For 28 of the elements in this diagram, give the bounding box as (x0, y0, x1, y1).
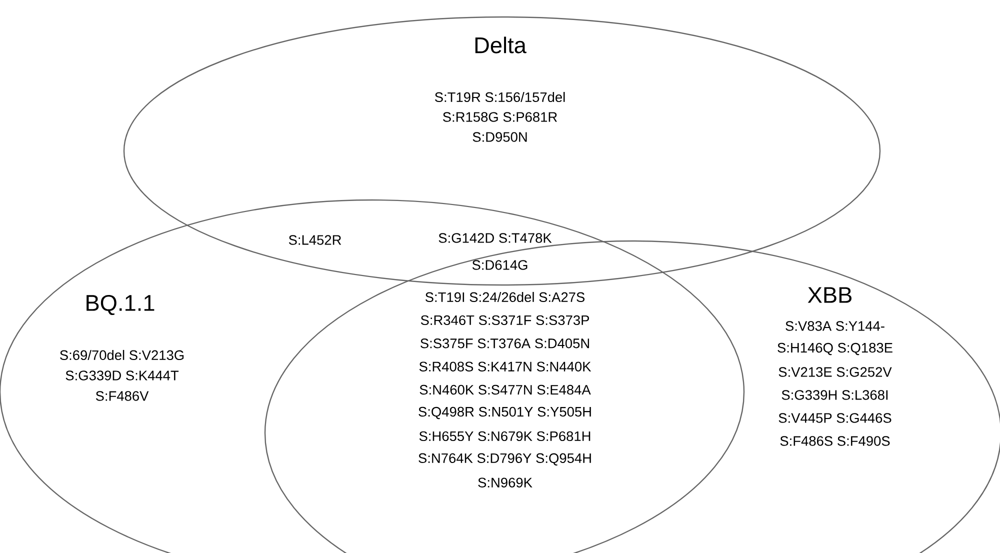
set-name: BQ.1.1 (86, 294, 154, 316)
set-name: XBB (808, 287, 852, 303)
mutation-label: S:F486V (96, 391, 149, 401)
mutation-label: S:G142D S:T478K (438, 233, 552, 243)
set-name: Delta (475, 36, 526, 54)
mutation-label: S:N764K S:D796Y S:Q954H (418, 453, 591, 466)
mutation-label: S:V213E S:G252V (778, 367, 892, 377)
mutation-label: S:T19I S:24/26del S:A27S (425, 292, 585, 302)
mutation-label: S:R158G S:P681R (443, 112, 557, 122)
mutation-label: S:S375F S:T376A S:D405N (420, 338, 589, 348)
mutation-label: S:V445P S:G446S (778, 413, 892, 423)
mutation-label: S:V83A S:Y144- (786, 321, 884, 331)
mutation-label: S:N460K S:S477N S:E484A (420, 384, 591, 395)
mutation-label: S:R346T S:S371F S:S373P (420, 315, 589, 326)
mutation-label: S:H655Y S:N679K S:P681H (419, 431, 590, 442)
mutation-label: S:D614G (472, 260, 528, 270)
mutation-label: S:G339D S:K444T (66, 370, 179, 380)
mutation-label: S:G339H S:L368I (782, 390, 888, 400)
mutation-label: S:F486S S:F490S (780, 436, 890, 446)
mutation-label: S:L452R (288, 235, 342, 245)
mutation-label: S:H146Q S:Q183E (778, 342, 892, 356)
mutation-label: S:69/70del S:V213G (60, 350, 184, 360)
mutation-label: S:T19R S:156/157del (434, 92, 565, 102)
mutation-label: S:D950N (472, 132, 527, 142)
mutation-label: S:Q498R S:N501Y S:Y505H (418, 406, 591, 420)
set-ellipse (123, 16, 881, 286)
mutation-label: S:N969K (478, 478, 532, 488)
mutation-label: S:R408S S:K417N S:N440K (419, 362, 592, 372)
